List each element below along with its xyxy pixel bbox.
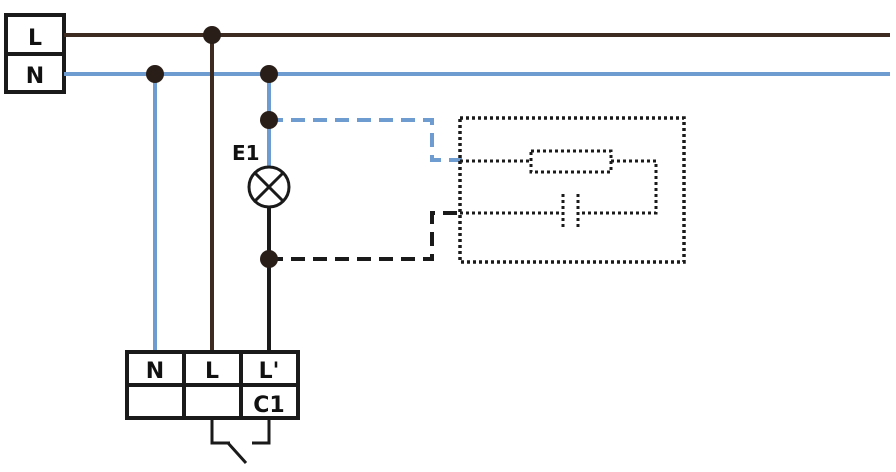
resistor-wire-right [580, 159, 658, 215]
terminal-label-n: N [146, 359, 164, 384]
lamp-e1: E1 [232, 141, 291, 209]
supply-neutral-label: N [26, 64, 44, 89]
switched-dashed-link [269, 211, 462, 261]
junction-dot-neutral-b [260, 65, 278, 83]
supply-live-label: L [28, 26, 42, 51]
terminal-block: N L L' C1 [125, 350, 300, 420]
supply-terminal-box: L N [4, 13, 66, 94]
junction-dot-lamp-top [260, 111, 278, 129]
switch-contact-icon [210, 418, 271, 465]
terminal-label-c1: C1 [253, 393, 284, 418]
compensator-module [458, 116, 686, 264]
resistor-icon [529, 149, 613, 174]
junction-dot-lamp-bottom [260, 250, 278, 268]
lamp-label: E1 [232, 141, 260, 165]
junction-dot-neutral-a [146, 65, 164, 83]
module-dotted-outline [458, 116, 686, 264]
neutral-dashed-link [269, 118, 462, 162]
capacitor-icon [561, 194, 580, 230]
terminal-label-l: L [205, 359, 219, 384]
junction-dot-live [203, 26, 221, 44]
terminal-label-l-prime: L' [259, 359, 280, 384]
